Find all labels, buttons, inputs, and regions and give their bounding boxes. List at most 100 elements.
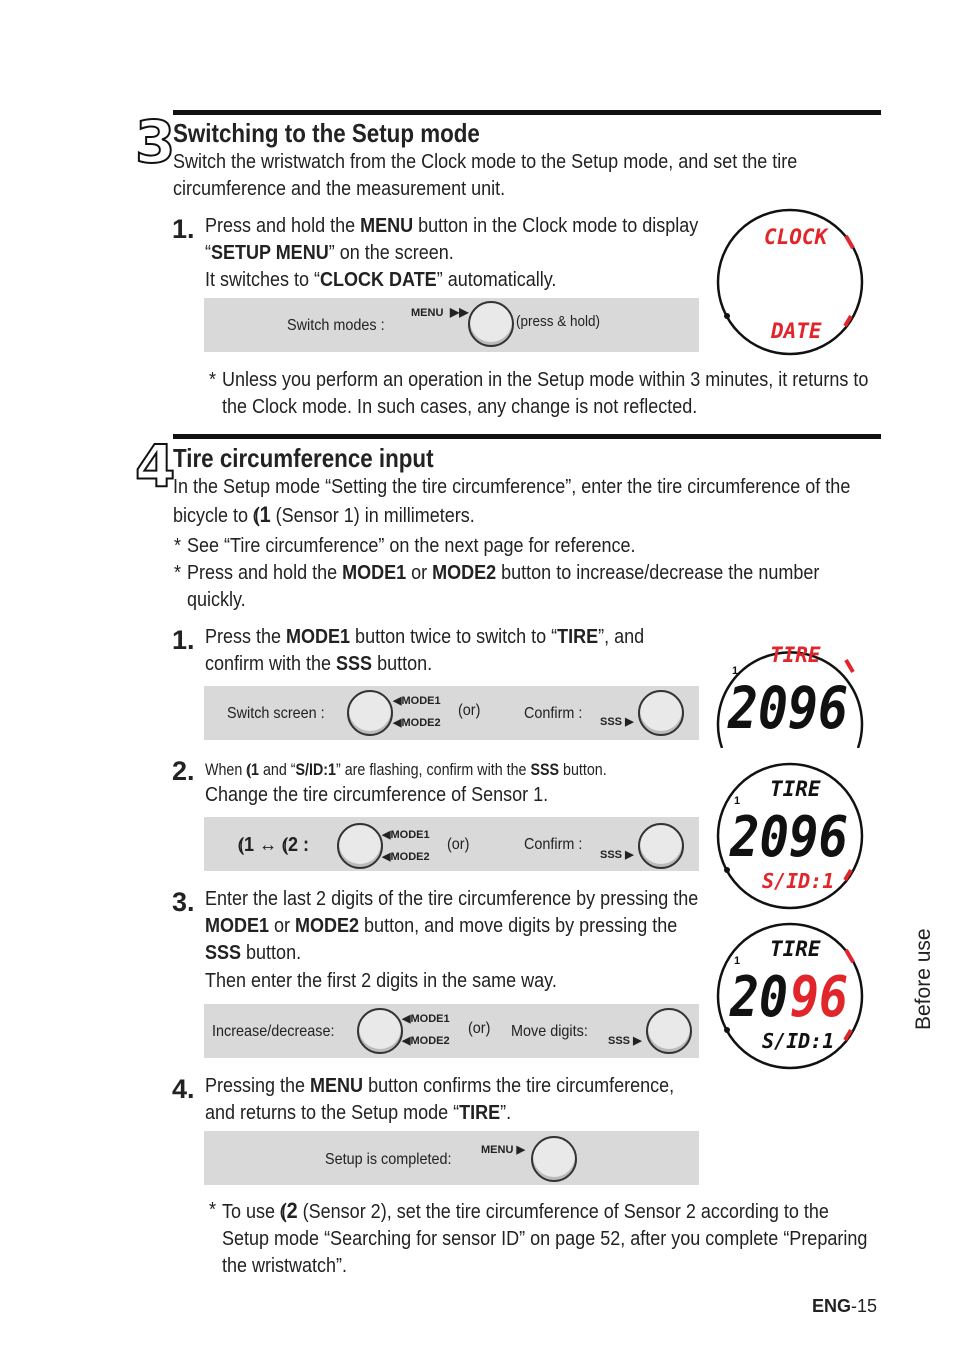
section-3-intro: Switch the wristwatch from the Clock mod… [173, 151, 798, 200]
watch-tire-3-pip [724, 1027, 730, 1033]
watch-tire-1: 1 TIRE 2096 [716, 643, 864, 748]
s4-step-2-box [204, 817, 699, 871]
watch-tire-2: 1 TIRE 2096 S/ID:1 [716, 762, 864, 910]
press-hold-hint: (press & hold) [516, 313, 601, 330]
s4-note-3-marker: * [209, 1199, 217, 1221]
setup-completed-label: Setup is completed: [325, 1151, 452, 1168]
sss-button-step3[interactable] [646, 1008, 692, 1054]
section-3-title: Switching to the Setup mode [173, 118, 480, 148]
s3-step-1-box [204, 298, 699, 352]
sss-label-step1: SSS ▶ [600, 716, 634, 728]
s4-step-1-text: Press the MODE1 button twice to switch t… [205, 626, 645, 675]
increase-decrease-label: Increase/decrease: [212, 1023, 335, 1040]
s3-step-1-text: Press and hold the MENU button in the Cl… [205, 215, 699, 291]
sensor-1-icon: ⦅1 [253, 502, 271, 527]
watch-tire-2-top: TIRE [770, 777, 821, 801]
sss-button-step2[interactable] [638, 823, 684, 869]
sensor-2-icon: ⦅2 [280, 1198, 298, 1223]
s3-note-marker: * [209, 369, 217, 391]
watch-tire-3-bottom: S/ID:1 [762, 1029, 834, 1053]
watch-tire-3-bezel [716, 922, 864, 1070]
s4-step-4-box [204, 1131, 699, 1185]
s4-step-4-number: 4. [172, 1074, 195, 1104]
s4-note-1-marker: * [174, 535, 182, 557]
mode-button-step3[interactable] [357, 1008, 403, 1054]
sss-label-step2: SSS ▶ [600, 849, 634, 861]
menu-button-step4[interactable] [531, 1136, 577, 1182]
watch-clock-date-accent-2 [843, 314, 853, 328]
watch-clock-date-bezel [716, 208, 864, 356]
s4-step-3-line2: Then enter the first 2 digits in the sam… [205, 970, 557, 992]
s4-note-3: To use ⦅2 (Sensor 2), set the tire circu… [222, 1198, 868, 1277]
watch-tire-2-sensor: 1 [734, 795, 740, 807]
menu-key-label: MENU [411, 307, 444, 319]
mode1-label-step2: ◀MODE1 [382, 829, 430, 841]
watch-tire-1-top: TIRE [770, 643, 821, 667]
s4-step-3-box [204, 1004, 699, 1058]
section-3-rule [173, 110, 881, 115]
watch-clock-date: CLOCK DATE [716, 208, 864, 356]
mode1-label-step3: ◀MODE1 [402, 1013, 450, 1025]
watch-tire-3-accent [844, 948, 855, 964]
watch-tire-3-value-b: 96 [790, 965, 848, 1030]
s4-step-2-number: 2. [172, 756, 195, 786]
watch-tire-2-bezel [716, 762, 864, 910]
or-label-step3: (or) [468, 1020, 491, 1037]
sss-label-step3: SSS ▶ [608, 1035, 642, 1047]
s4-note-2: Press and hold the MODE1 or MODE2 button… [187, 562, 820, 611]
or-label-step2: (or) [447, 836, 470, 853]
watch-tire-3-value-a: 20 [729, 965, 788, 1030]
mode2-label-step3: ◀MODE2 [402, 1035, 450, 1047]
page-footer: ENG-15 [812, 1296, 878, 1316]
mode1-label-step1: ◀MODE1 [393, 695, 441, 707]
s4-step-3-number: 3. [172, 887, 195, 917]
move-digits-label: Move digits: [511, 1023, 588, 1040]
watch-tire-3-sensor: 1 [734, 955, 740, 967]
watch-tire-3-accent-2 [843, 1028, 853, 1042]
watch-clock-date-top: CLOCK [764, 225, 830, 249]
watch-clock-date-pip [724, 313, 730, 319]
watch-tire-2-bottom: S/ID:1 [762, 869, 834, 893]
menu-arrow-icon: ▶▶ [450, 305, 469, 319]
s3-step-1-number: 1. [172, 214, 195, 244]
s4-step-3-text: Enter the last 2 digits of the tire circ… [205, 888, 699, 964]
switch-modes-label: Switch modes : [287, 317, 385, 334]
confirm-label-step1: Confirm : [524, 705, 583, 722]
s4-step-2-text: When ⦅1 and “S/ID:1” are flashing, confi… [205, 760, 607, 779]
watch-tire-2-accent [843, 868, 853, 882]
menu-button[interactable] [468, 301, 514, 347]
menu-label-step4: MENU ▶ [481, 1144, 525, 1156]
watch-tire-2-value: 2096 [729, 805, 848, 870]
watch-tire-1-bezel [716, 651, 864, 748]
section-4-intro: In the Setup mode “Setting the tire circ… [173, 476, 851, 527]
mode2-label-step2: ◀MODE2 [382, 851, 430, 863]
s3-note: Unless you perform an operation in the S… [222, 369, 869, 418]
watch-tire-2-pip [724, 867, 730, 873]
s4-step-1-box [204, 686, 699, 740]
watch-tire-1-accent [844, 658, 855, 674]
s4-note-1: See “Tire circumference” on the next pag… [187, 535, 636, 557]
watch-tire-1-value: 2096 [727, 674, 848, 742]
mode-button-step2[interactable] [337, 823, 383, 869]
confirm-label-step2: Confirm : [524, 836, 583, 853]
or-label-step1: (or) [458, 702, 481, 719]
watch-tire-3-top: TIRE [770, 937, 821, 961]
s4-step-1-number: 1. [172, 625, 195, 655]
watch-clock-date-accent [844, 234, 855, 250]
s4-step-4-text: Pressing the MENU button confirms the ti… [205, 1075, 675, 1124]
s4-note-2-marker: * [174, 562, 182, 584]
switch-screen-label: Switch screen : [227, 705, 325, 722]
watch-clock-date-bottom: DATE [770, 319, 822, 343]
side-tab-before-use: Before use [912, 928, 935, 1030]
section-4-rule [173, 434, 881, 439]
watch-tire-1-sensor: 1 [732, 665, 738, 677]
sss-button-step1[interactable] [638, 690, 684, 736]
mode2-label-step1: ◀MODE2 [393, 717, 441, 729]
section-4-title: Tire circumference input [173, 443, 434, 473]
watch-tire-3: 1 TIRE 20 96 S/ID:1 [716, 922, 864, 1070]
s4-step-2-line2: Change the tire circumference of Sensor … [205, 784, 549, 806]
mode-button-step1[interactable] [347, 690, 393, 736]
section-4-number: 4 [134, 432, 176, 500]
sensor-toggle-label: ⦅1 ↔ ⦅2 : [238, 834, 310, 856]
section-3-number: 3 [134, 108, 176, 176]
